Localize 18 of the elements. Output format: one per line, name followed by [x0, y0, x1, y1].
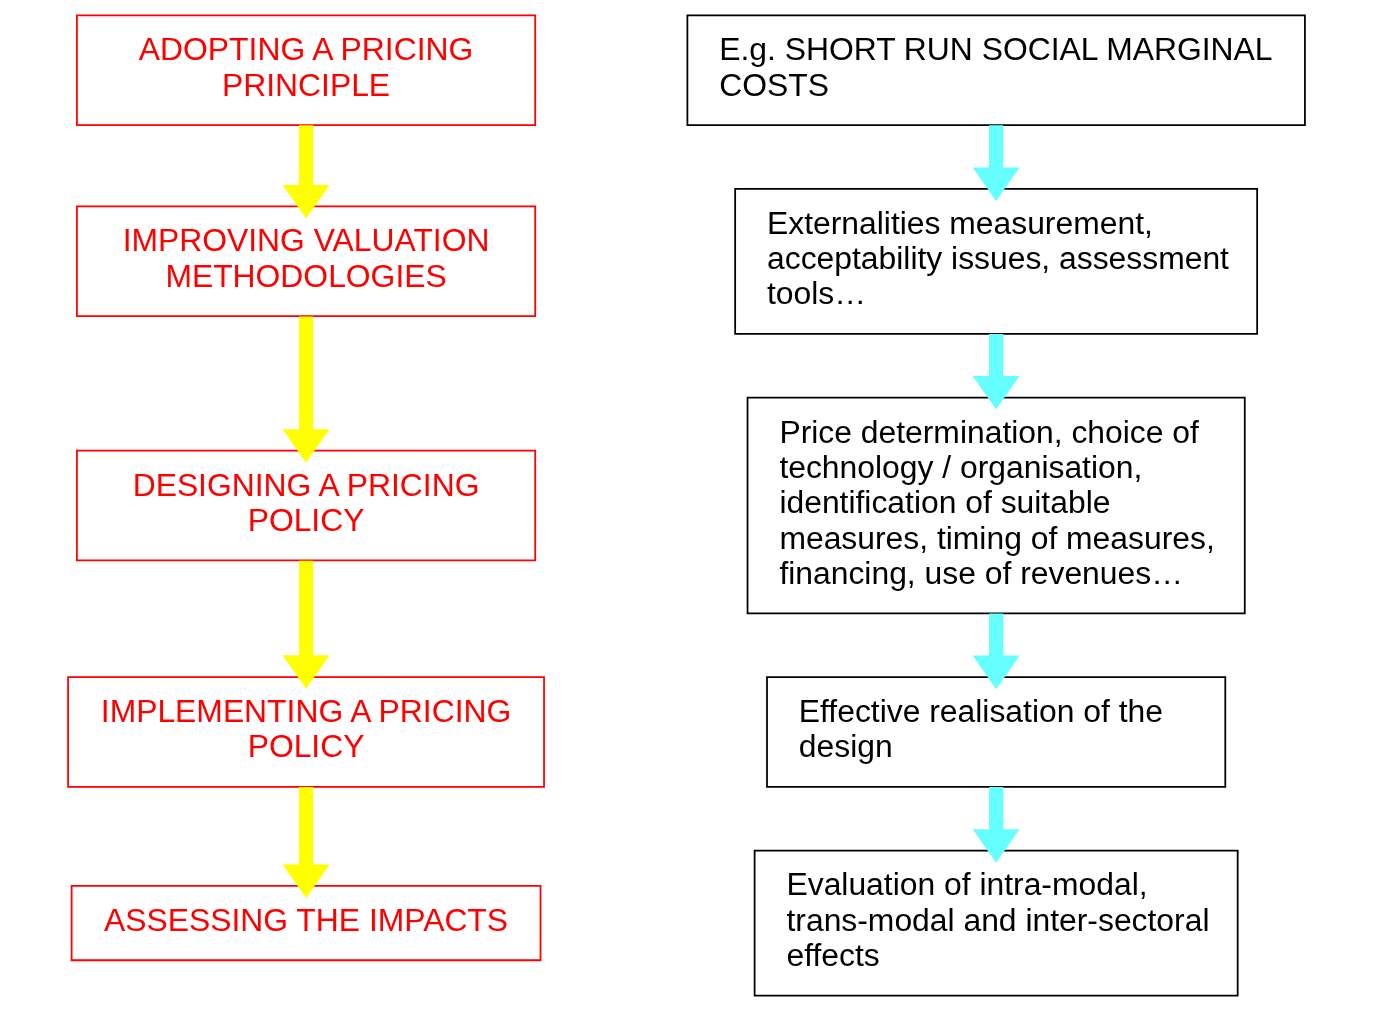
node-box: DESIGNING A PRICING POLICY: [76, 449, 537, 562]
arrow: [972, 613, 1020, 690]
arrow: [282, 125, 330, 219]
node-box: E.g. SHORT RUN SOCIAL MARGINAL COSTS: [686, 14, 1306, 126]
node-box: IMPLEMENTING A PRICING POLICY: [67, 676, 545, 788]
node-box: Evaluation of intra-modal, trans-modal and inter-sectoral effects: [753, 849, 1239, 997]
arrow: [972, 125, 1020, 201]
node-box: Effective realisation of the design: [766, 676, 1227, 788]
node-box: ASSESSING THE IMPACTS: [70, 885, 542, 962]
node-box: Externalities measurement, acceptability issues, assessment tools…: [734, 187, 1259, 335]
node-box: IMPROVING VALUATION METHODOLOGIES: [76, 205, 537, 318]
arrow: [972, 334, 1020, 410]
arrow: [282, 560, 330, 689]
arrow: [972, 787, 1020, 863]
node-box: Price determination, choice of technology / organisation, identification of suitable measures, timing of measures, financing, use of revenues…: [746, 396, 1246, 615]
node-box: ADOPTING A PRICING PRINCIPLE: [76, 14, 537, 126]
arrow: [282, 316, 330, 463]
arrow: [282, 787, 330, 899]
